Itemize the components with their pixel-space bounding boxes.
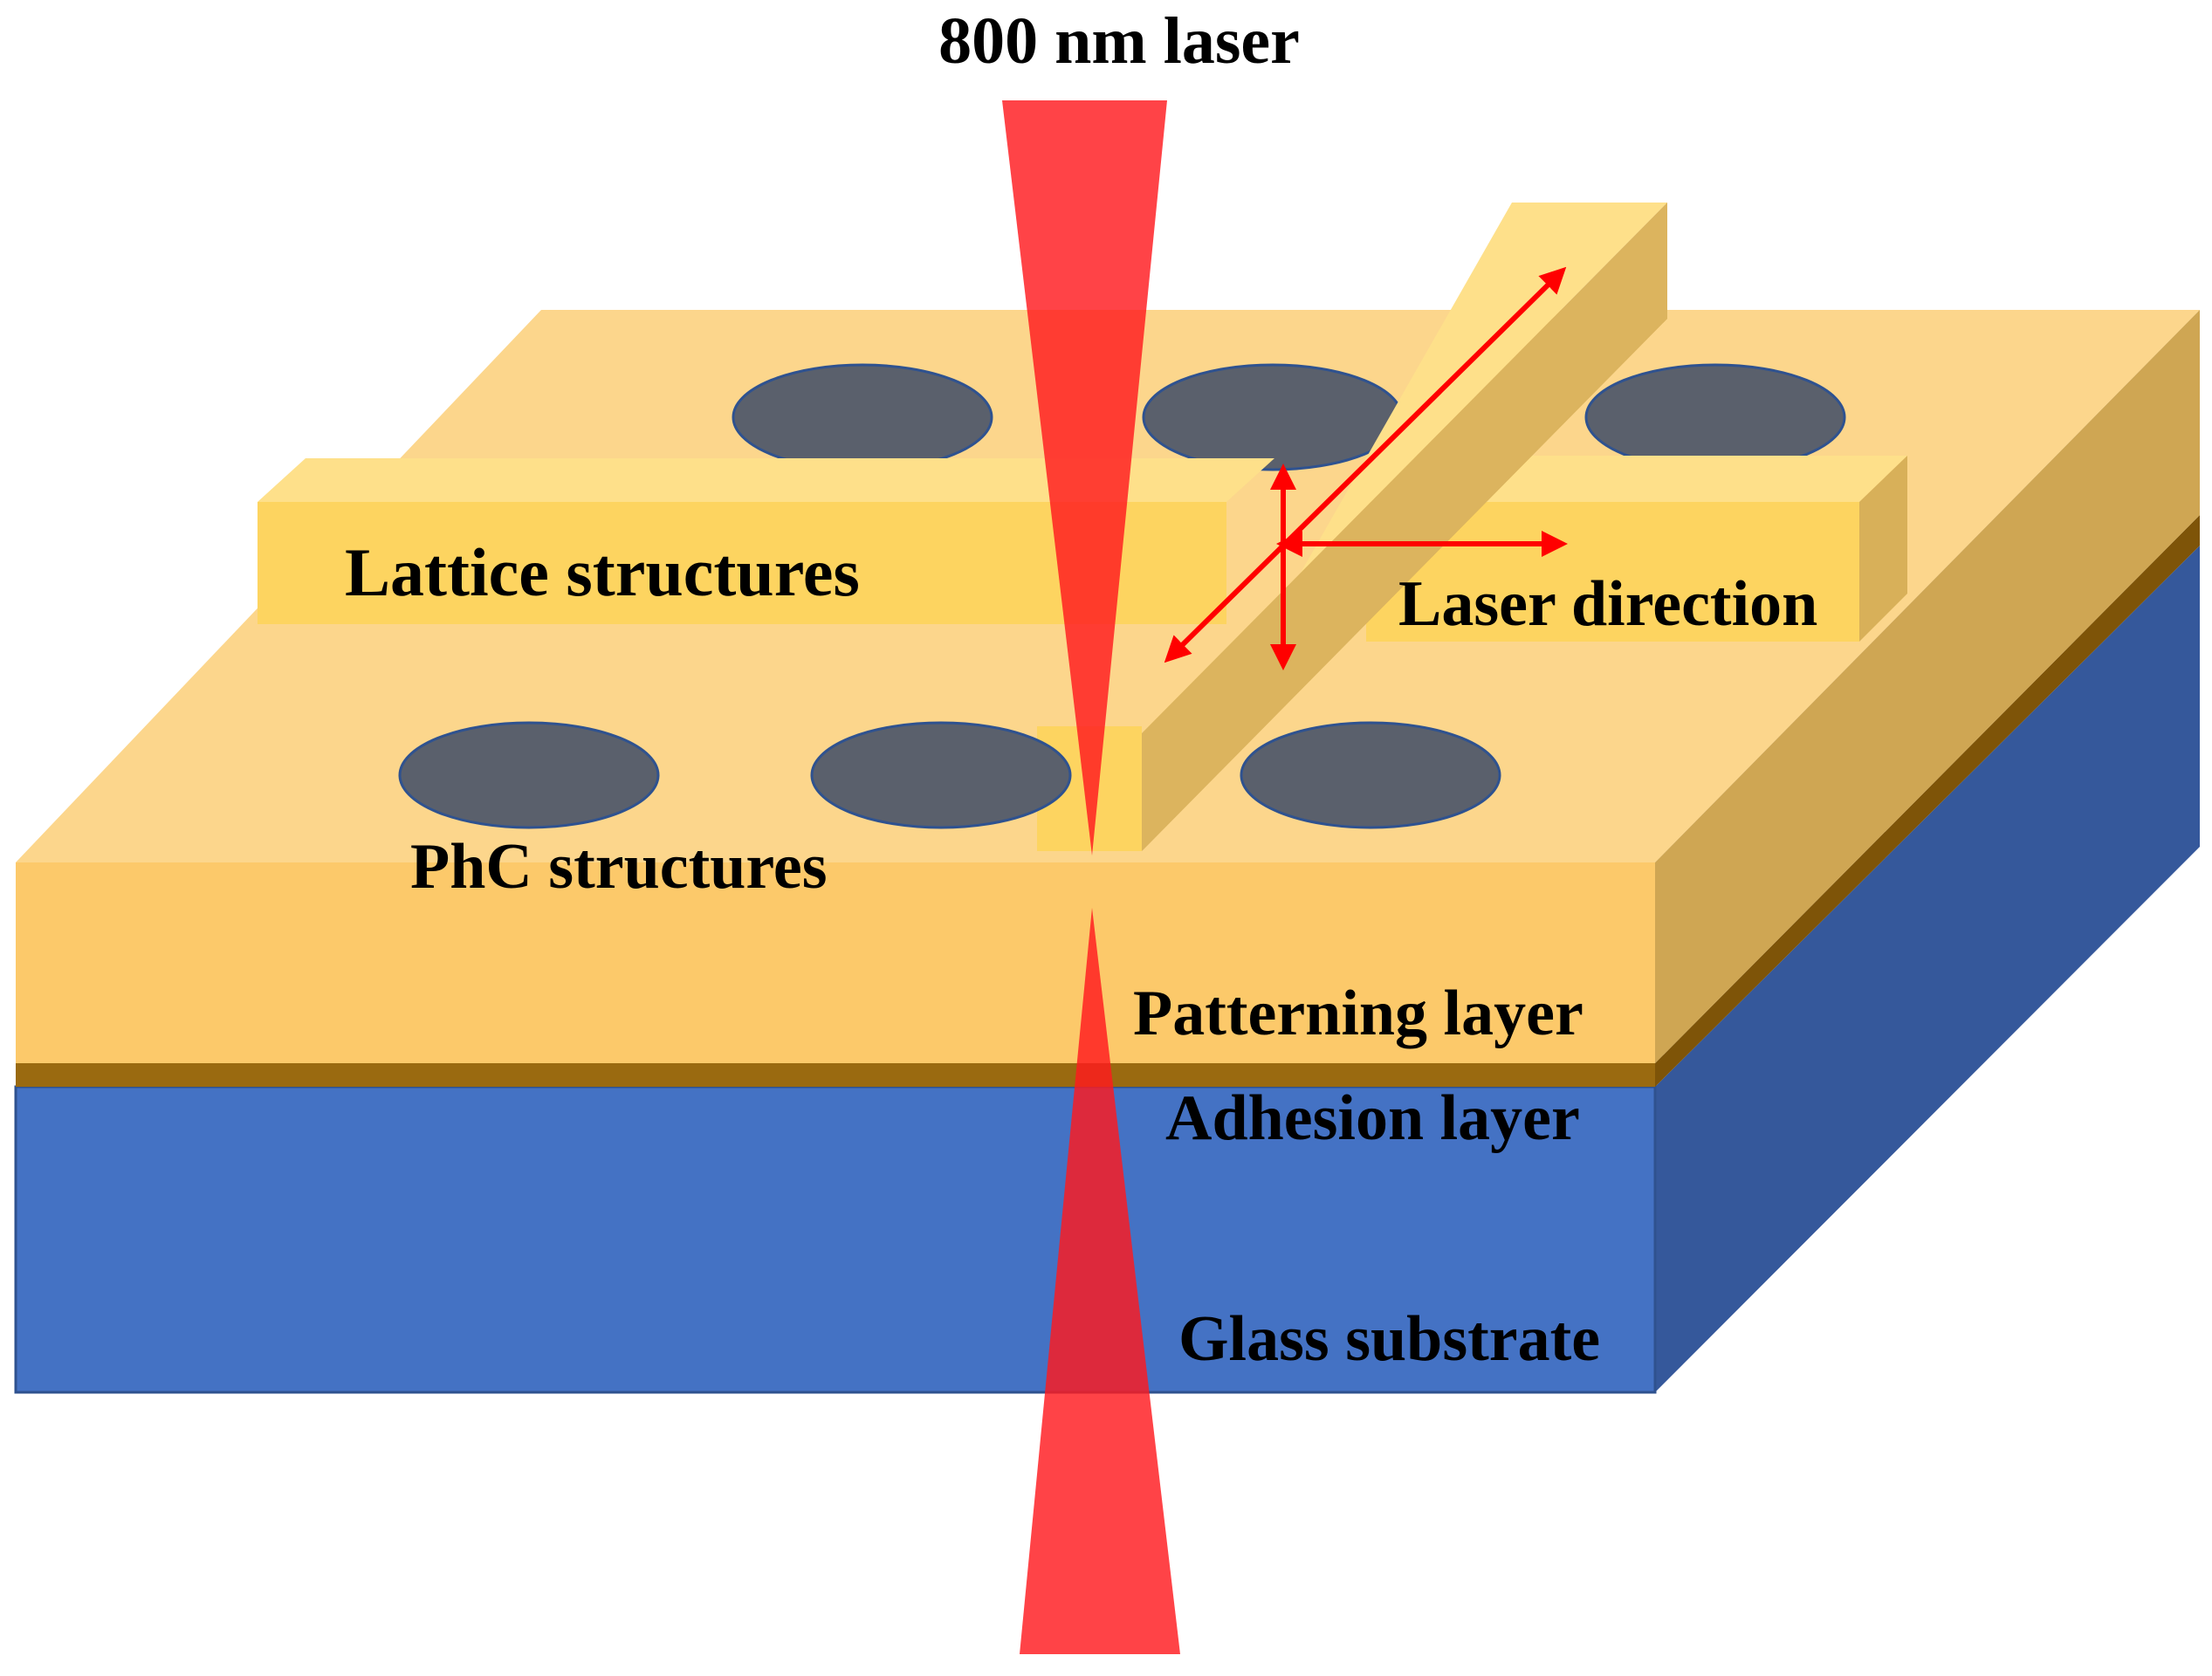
laser-direction-label: Laser direction <box>1398 568 1817 640</box>
adhesion-layer <box>16 515 2200 1087</box>
laser-source-label: 800 nm laser <box>938 4 1300 78</box>
patterning-layer-side <box>1655 310 2200 1063</box>
laser-beam <box>1002 100 1180 1654</box>
glass-substrate <box>14 546 2200 1394</box>
laser-beam-upper-cone <box>1002 100 1167 855</box>
phc-hole <box>1240 721 1501 829</box>
phc-hole <box>398 721 660 829</box>
adhesion-layer-label: Adhesion layer <box>1165 1082 1580 1154</box>
adhesion-layer-front <box>16 1063 1655 1087</box>
phc-hole <box>1142 363 1404 471</box>
hole-row-back <box>732 363 1846 471</box>
lattice-bar-left-top <box>258 458 1274 502</box>
phc-hole <box>810 721 1072 829</box>
glass-substrate-front <box>14 1085 1657 1394</box>
glass-substrate-label: Glass substrate <box>1178 1303 1600 1375</box>
glass-substrate-side <box>1655 546 2200 1392</box>
phc-hole <box>732 363 993 471</box>
phc-structures-label: PhC structures <box>410 831 828 903</box>
laser-beam-lower-cone <box>1020 908 1180 1654</box>
lattice-structures-label: Lattice structures <box>345 534 860 610</box>
phc-hole <box>1584 363 1846 471</box>
patterning-layer-label: Patterning layer <box>1133 978 1583 1049</box>
adhesion-layer-side <box>1655 515 2200 1087</box>
four-way-arrow-icon <box>1164 266 1568 670</box>
hole-row-front <box>398 721 1501 829</box>
arrow-diagonal <box>1164 266 1567 663</box>
patterning-layer-front <box>16 862 1655 1063</box>
lattice-bar-right-side <box>1859 456 1907 642</box>
